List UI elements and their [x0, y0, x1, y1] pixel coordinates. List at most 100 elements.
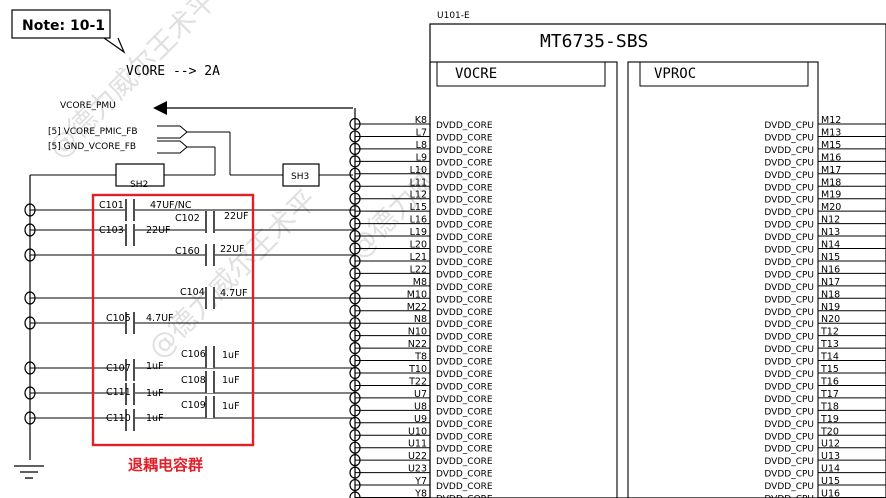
vcore-pin-name: DVDD_CORE: [436, 358, 493, 368]
vproc-pin-ball: M17: [821, 165, 841, 176]
vcore-pin-name: DVDD_CORE: [436, 208, 493, 218]
capacitor-ref: C109: [181, 400, 206, 411]
vproc-pin-ball: N13: [821, 227, 840, 238]
vproc-pin-name: DVDD_CPU: [764, 320, 814, 330]
vproc-pin-ball: N18: [821, 289, 840, 300]
vcore-pin-ball: U10: [408, 426, 427, 437]
vproc-pin-name: DVDD_CPU: [764, 395, 814, 405]
vcore-pin-name: DVDD_CORE: [436, 457, 493, 467]
vproc-pin-ball: T19: [820, 414, 839, 425]
vproc-pin-ball: M18: [821, 177, 841, 188]
vproc-pin-ball: M15: [821, 140, 841, 151]
decoupling-highlight-box: [91, 193, 255, 447]
vcore-pin-name: DVDD_CORE: [436, 221, 493, 231]
current-spec: VCORE --> 2A: [126, 64, 220, 79]
vcore-pin-name: DVDD_CORE: [436, 407, 493, 417]
rail-junction-icon: [24, 361, 36, 375]
vproc-pin-name: DVDD_CPU: [764, 258, 814, 268]
chip-body: [429, 23, 886, 498]
capacitor-value: 1uF: [146, 388, 164, 399]
vproc-pin-ball: T14: [820, 352, 839, 363]
capacitor-ref: C107: [106, 363, 131, 374]
vproc-pin-name: DVDD_CPU: [764, 183, 814, 193]
vcore-pin-name: DVDD_CORE: [436, 283, 493, 293]
capacitor-value: 22UF: [220, 244, 245, 255]
chip-ref: U101-E: [437, 11, 470, 21]
vcore-pin-name: DVDD_CORE: [436, 320, 493, 330]
vcore-pin-ball: U11: [408, 439, 427, 450]
vproc-pin-ball: T16: [820, 376, 839, 387]
rail-junction-icon: [24, 291, 36, 305]
vcore-pin-ball: K8: [415, 115, 427, 126]
rail-junction-icon: [24, 223, 36, 237]
vcore-pin-ball: T10: [408, 364, 427, 375]
vproc-pin-name: DVDD_CPU: [764, 358, 814, 368]
vcore-pin-ball: M8: [413, 277, 427, 288]
net-arrow-icon: [153, 101, 167, 115]
vproc-pin-name: DVDD_CPU: [764, 133, 814, 143]
vcore-pin-name: DVDD_CORE: [436, 233, 493, 243]
capacitor-ref: C111: [106, 387, 131, 398]
vproc-pin-ball: U16: [821, 489, 840, 498]
vproc-pin-list: M12DVDD_CPUM13DVDD_CPUM15DVDD_CPUM16DVDD…: [764, 115, 886, 498]
vproc-pin-name: DVDD_CPU: [764, 308, 814, 318]
fb-label-1: [5] VCORE_PMIC_FB: [48, 127, 138, 137]
vproc-pin-name: DVDD_CPU: [764, 495, 814, 498]
rail-junction-icon: [24, 411, 36, 425]
vcore-pin-ball: L11: [410, 177, 427, 188]
vproc-block-label: VPROC: [654, 66, 696, 82]
rail-junction-icon: [24, 248, 36, 262]
ground-symbol-icon: [14, 465, 44, 479]
capacitor-value: 4.7UF: [220, 288, 248, 299]
vproc-pin-ball: U15: [821, 476, 840, 487]
capacitor-value: 1uF: [222, 375, 240, 386]
vcore-pin-name: DVDD_CORE: [436, 246, 493, 256]
vcore-pin-name: DVDD_CORE: [436, 395, 493, 405]
rail-junction-icon: [24, 386, 36, 400]
vproc-pin-name: DVDD_CPU: [764, 295, 814, 305]
capacitor-value: 1uF: [222, 401, 240, 412]
vproc-pin-name: DVDD_CPU: [764, 445, 814, 455]
vproc-pin-ball: U13: [821, 451, 840, 462]
vproc-pin-ball: N19: [821, 302, 840, 313]
capacitor-value: 22UF: [224, 211, 249, 222]
vproc-pin-name: DVDD_CPU: [764, 370, 814, 380]
vproc-pin-name: DVDD_CPU: [764, 158, 814, 168]
vcore-pin-name: DVDD_CORE: [436, 370, 493, 380]
vcore-pin-name: DVDD_CORE: [436, 196, 493, 206]
vcore-pin-ball: U22: [408, 451, 427, 462]
sh2-label: SH2: [130, 180, 148, 190]
vproc-pin-name: DVDD_CPU: [764, 432, 814, 442]
vproc-pin-ball: T17: [820, 389, 839, 400]
vcore-pin-ball: L22: [410, 264, 427, 275]
vproc-pin-name: DVDD_CPU: [764, 407, 814, 417]
vproc-pin-name: DVDD_CPU: [764, 333, 814, 343]
vcore-pin-name: DVDD_CORE: [436, 183, 493, 193]
vcore-pin-name: DVDD_CORE: [436, 295, 493, 305]
capacitor-ref: C160: [175, 246, 200, 257]
capacitor-c160: C160 22UF: [175, 244, 245, 266]
capacitor-ref: C101: [99, 200, 124, 211]
vproc-pin-ball: T15: [820, 364, 839, 375]
vcore-pin-name: DVDD_CORE: [436, 333, 493, 343]
vproc-pin-name: DVDD_CPU: [764, 457, 814, 467]
vproc-pin-name: DVDD_CPU: [764, 283, 814, 293]
capacitor-ref: C106: [181, 349, 206, 360]
vcore-block-label: VOCRE: [455, 66, 497, 82]
note-callout: Note: 10-1: [11, 9, 126, 54]
vcore-pin-name: DVDD_CORE: [436, 482, 493, 492]
vcore-pin-ball: U23: [408, 464, 427, 475]
rail-junction-icon: [24, 316, 36, 330]
vcore-pin-ball: U7: [414, 389, 427, 400]
vcore-pin-ball: L7: [416, 127, 427, 138]
sh3-label: SH3: [291, 172, 309, 182]
vcore-pin-ball: N22: [408, 339, 427, 350]
vproc-pin-ball: M19: [821, 190, 841, 201]
